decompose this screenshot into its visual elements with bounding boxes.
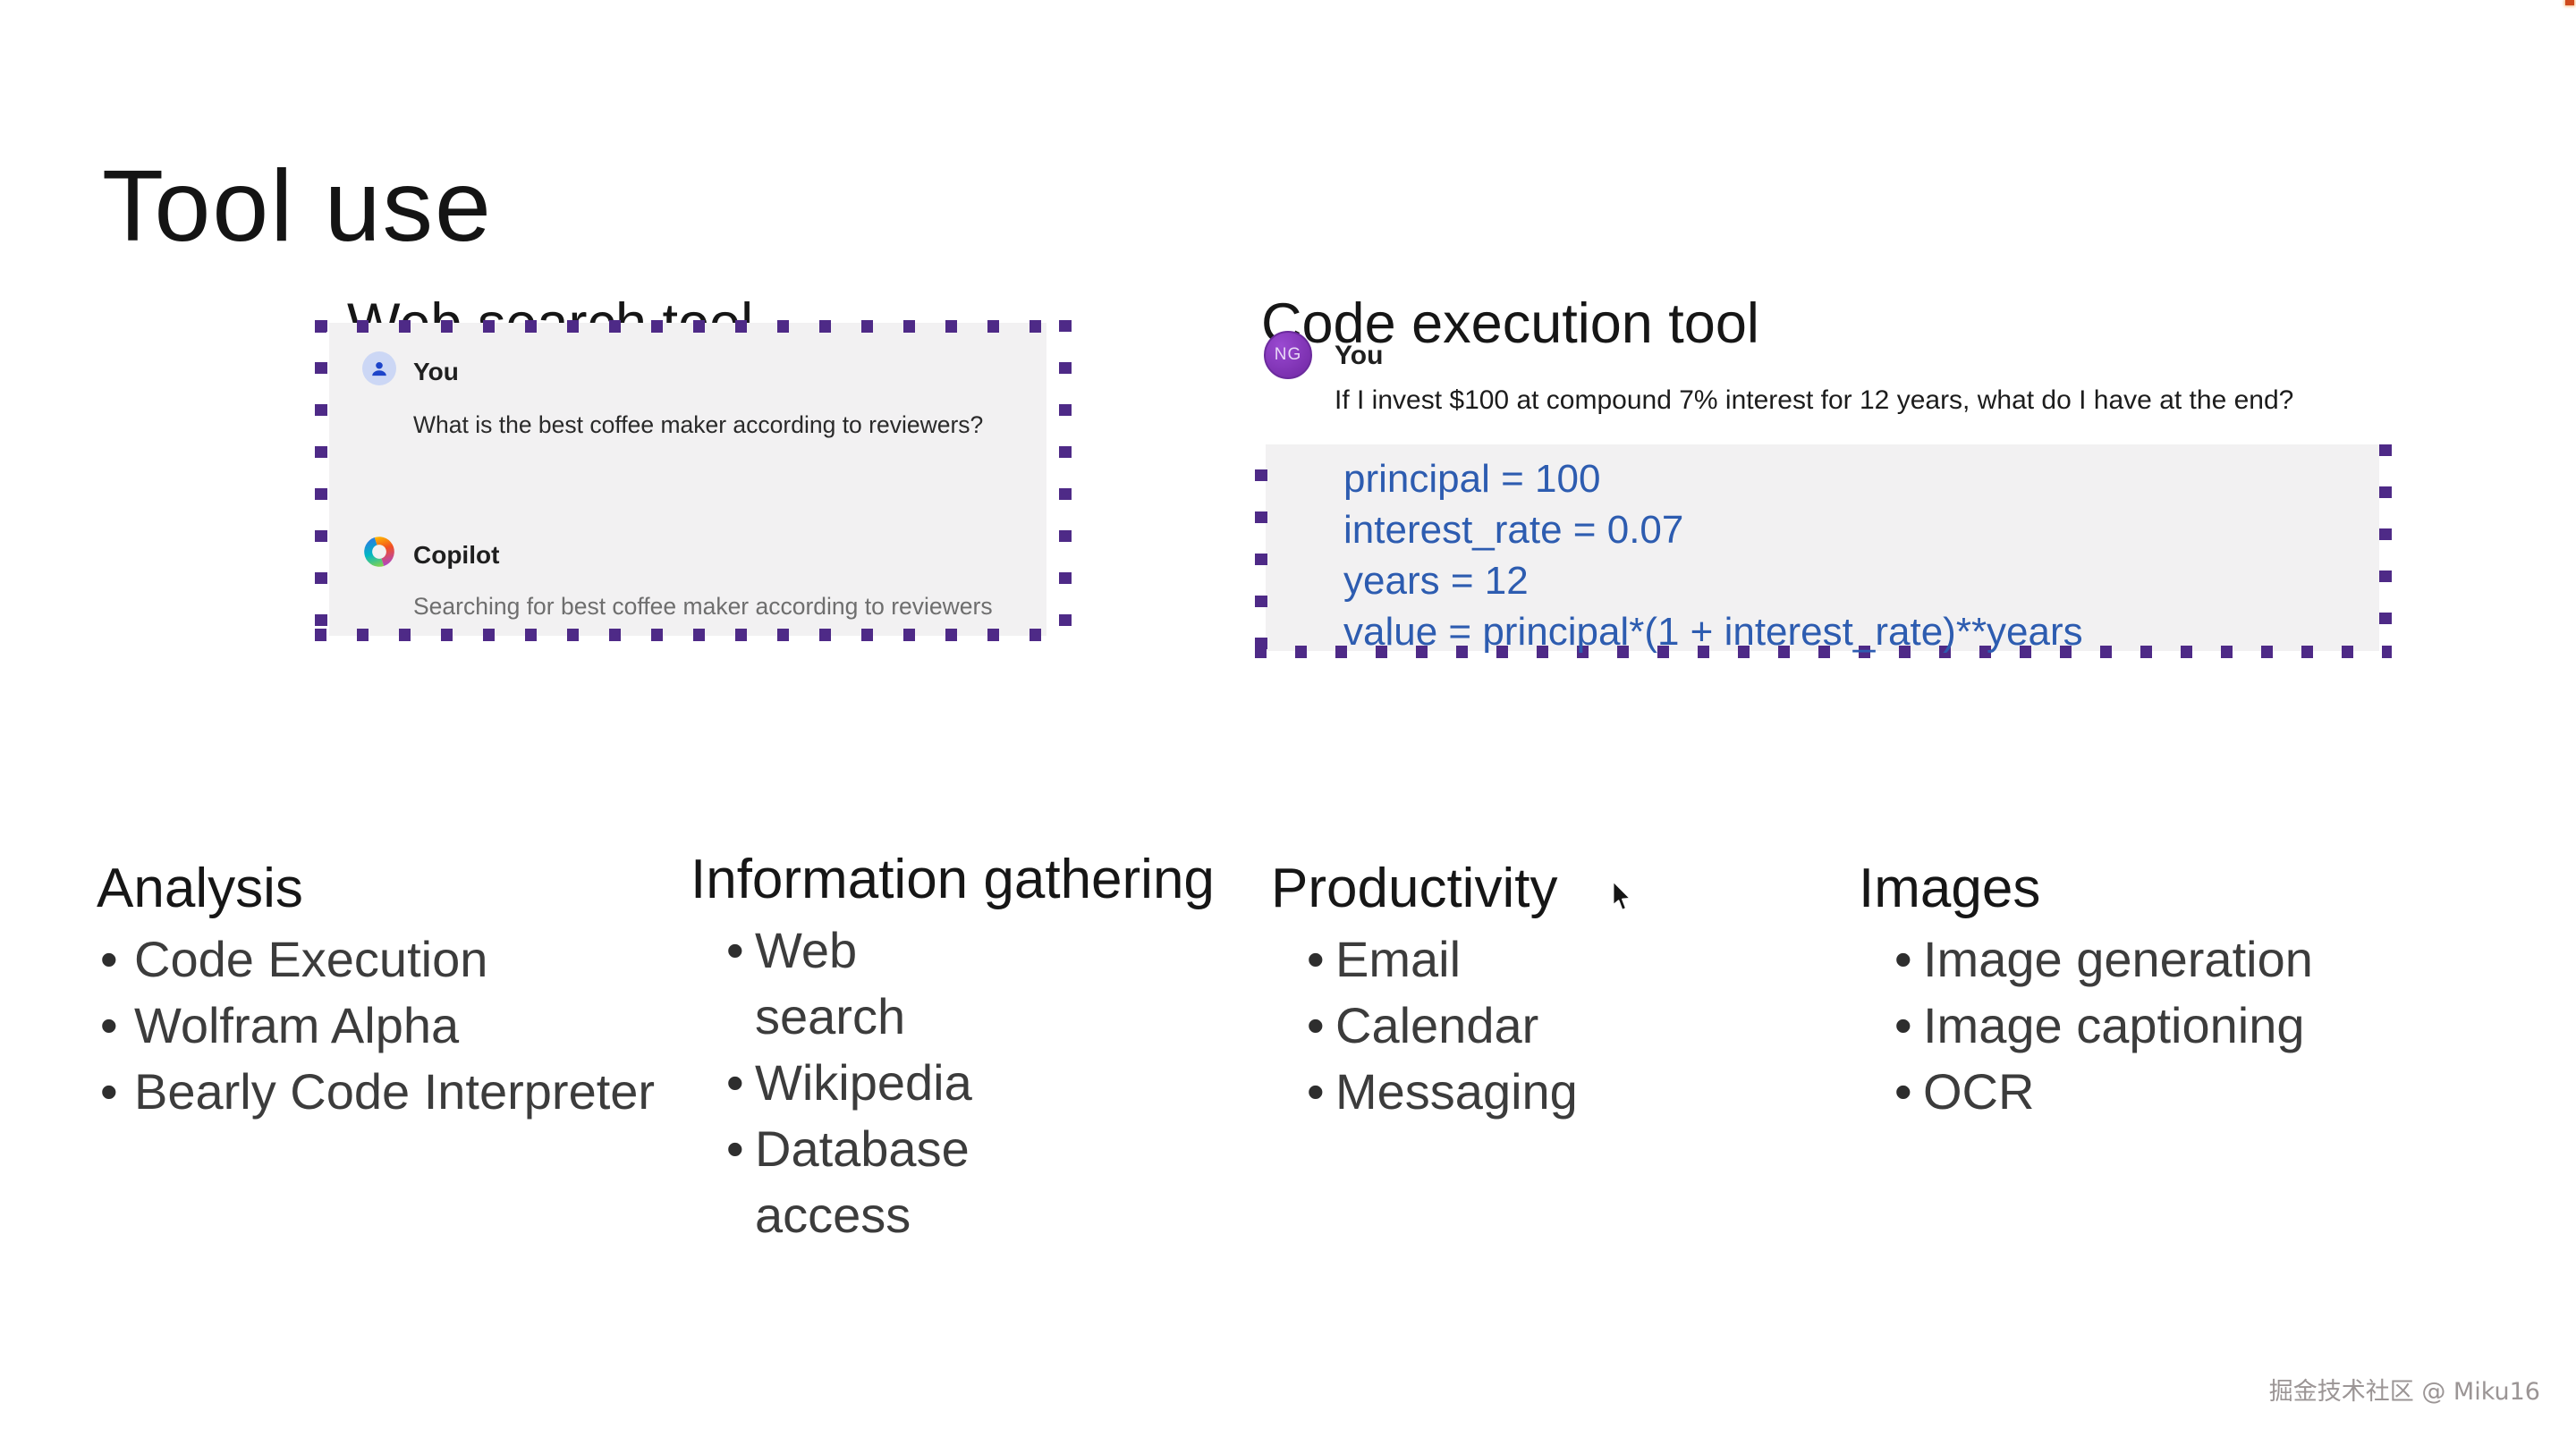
category-title: Productivity bbox=[1271, 858, 1558, 919]
list-item: OCR bbox=[1859, 1059, 2313, 1125]
list-item: Email bbox=[1271, 926, 1578, 993]
bullet-icon bbox=[726, 917, 744, 984]
user-label: You bbox=[413, 358, 459, 385]
bullet-icon bbox=[1894, 926, 1912, 993]
list-item: Image captioning bbox=[1859, 993, 2313, 1059]
code-line: years = 12 bbox=[1343, 559, 1529, 603]
bullet-icon bbox=[726, 1116, 744, 1182]
code-lines: principal = 100 interest_rate = 0.07 yea… bbox=[1343, 453, 2083, 657]
list-item: Messaging bbox=[1271, 1059, 1578, 1125]
list-item: Code Execution bbox=[97, 926, 655, 993]
category-list: Code Execution Wolfram Alpha Bearly Code… bbox=[97, 926, 655, 1125]
corner-indicator bbox=[2565, 0, 2574, 5]
dashed-border-right bbox=[2379, 444, 2392, 649]
dashed-border-bottom bbox=[315, 629, 1072, 641]
code-block: principal = 100 interest_rate = 0.07 yea… bbox=[1255, 444, 2392, 658]
assistant-message: Searching for best coffee maker accordin… bbox=[413, 593, 993, 620]
code-panel bbox=[1266, 444, 2379, 651]
list-item: Bearly Code Interpreter bbox=[97, 1059, 655, 1125]
user-label: You bbox=[1335, 341, 1384, 370]
bullet-icon bbox=[1894, 993, 1912, 1059]
dashed-border-left bbox=[315, 320, 327, 641]
bullet-icon bbox=[100, 1059, 118, 1125]
watermark: 掘金技术社区 @ Miku16 bbox=[2268, 1378, 2540, 1406]
web-search-chat-box: You What is the best coffee maker accord… bbox=[315, 320, 1072, 641]
user-initials-avatar: NG bbox=[1264, 331, 1312, 379]
category-productivity: Productivity Email Calendar Messaging bbox=[1271, 857, 1578, 1125]
user-avatar-icon bbox=[362, 351, 396, 385]
bullet-icon bbox=[100, 993, 118, 1059]
category-title: Analysis bbox=[97, 858, 303, 919]
dashed-border-bottom bbox=[1255, 646, 2392, 658]
dashed-border-right bbox=[1059, 320, 1072, 641]
category-list: Image generation Image captioning OCR bbox=[1859, 926, 2313, 1125]
bullet-icon bbox=[726, 1050, 744, 1116]
code-execution-heading: Code execution tool bbox=[1261, 292, 1759, 356]
bullet-icon bbox=[100, 926, 118, 993]
dashed-border-top bbox=[315, 320, 1072, 333]
list-item: Wolfram Alpha bbox=[97, 993, 655, 1059]
user-message: What is the best coffee maker according … bbox=[413, 411, 984, 438]
page-title: Tool use bbox=[102, 148, 493, 262]
list-item: Web search bbox=[691, 917, 1004, 1050]
mouse-cursor-icon bbox=[1610, 880, 1635, 914]
list-item: Image generation bbox=[1859, 926, 2313, 993]
web-search-panel bbox=[329, 323, 1046, 636]
list-item: Database access bbox=[691, 1116, 1004, 1248]
category-information-gathering: Information gathering Web search Wikiped… bbox=[691, 848, 1215, 1248]
code-line: value = principal*(1 + interest_rate)**y… bbox=[1343, 610, 2083, 654]
category-title: Information gathering bbox=[691, 849, 1215, 910]
bullet-icon bbox=[1307, 993, 1325, 1059]
user-message: If I invest $100 at compound 7% interest… bbox=[1335, 385, 2294, 415]
bullet-icon bbox=[1307, 926, 1325, 993]
category-analysis: Analysis Code Execution Wolfram Alpha Be… bbox=[97, 857, 655, 1125]
category-list: Web search Wikipedia Database access bbox=[691, 917, 1004, 1248]
code-line: interest_rate = 0.07 bbox=[1343, 508, 1684, 552]
copilot-logo-icon bbox=[360, 533, 398, 571]
category-list: Email Calendar Messaging bbox=[1271, 926, 1578, 1125]
bullet-icon bbox=[1894, 1059, 1912, 1125]
assistant-label: Copilot bbox=[413, 541, 500, 569]
dashed-border-left bbox=[1255, 469, 1267, 649]
category-images: Images Image generation Image captioning… bbox=[1859, 857, 2313, 1125]
category-title: Images bbox=[1859, 858, 2041, 919]
list-item: Calendar bbox=[1271, 993, 1578, 1059]
code-line: principal = 100 bbox=[1343, 457, 1601, 501]
list-item: Wikipedia bbox=[691, 1050, 1004, 1116]
bullet-icon bbox=[1307, 1059, 1325, 1125]
